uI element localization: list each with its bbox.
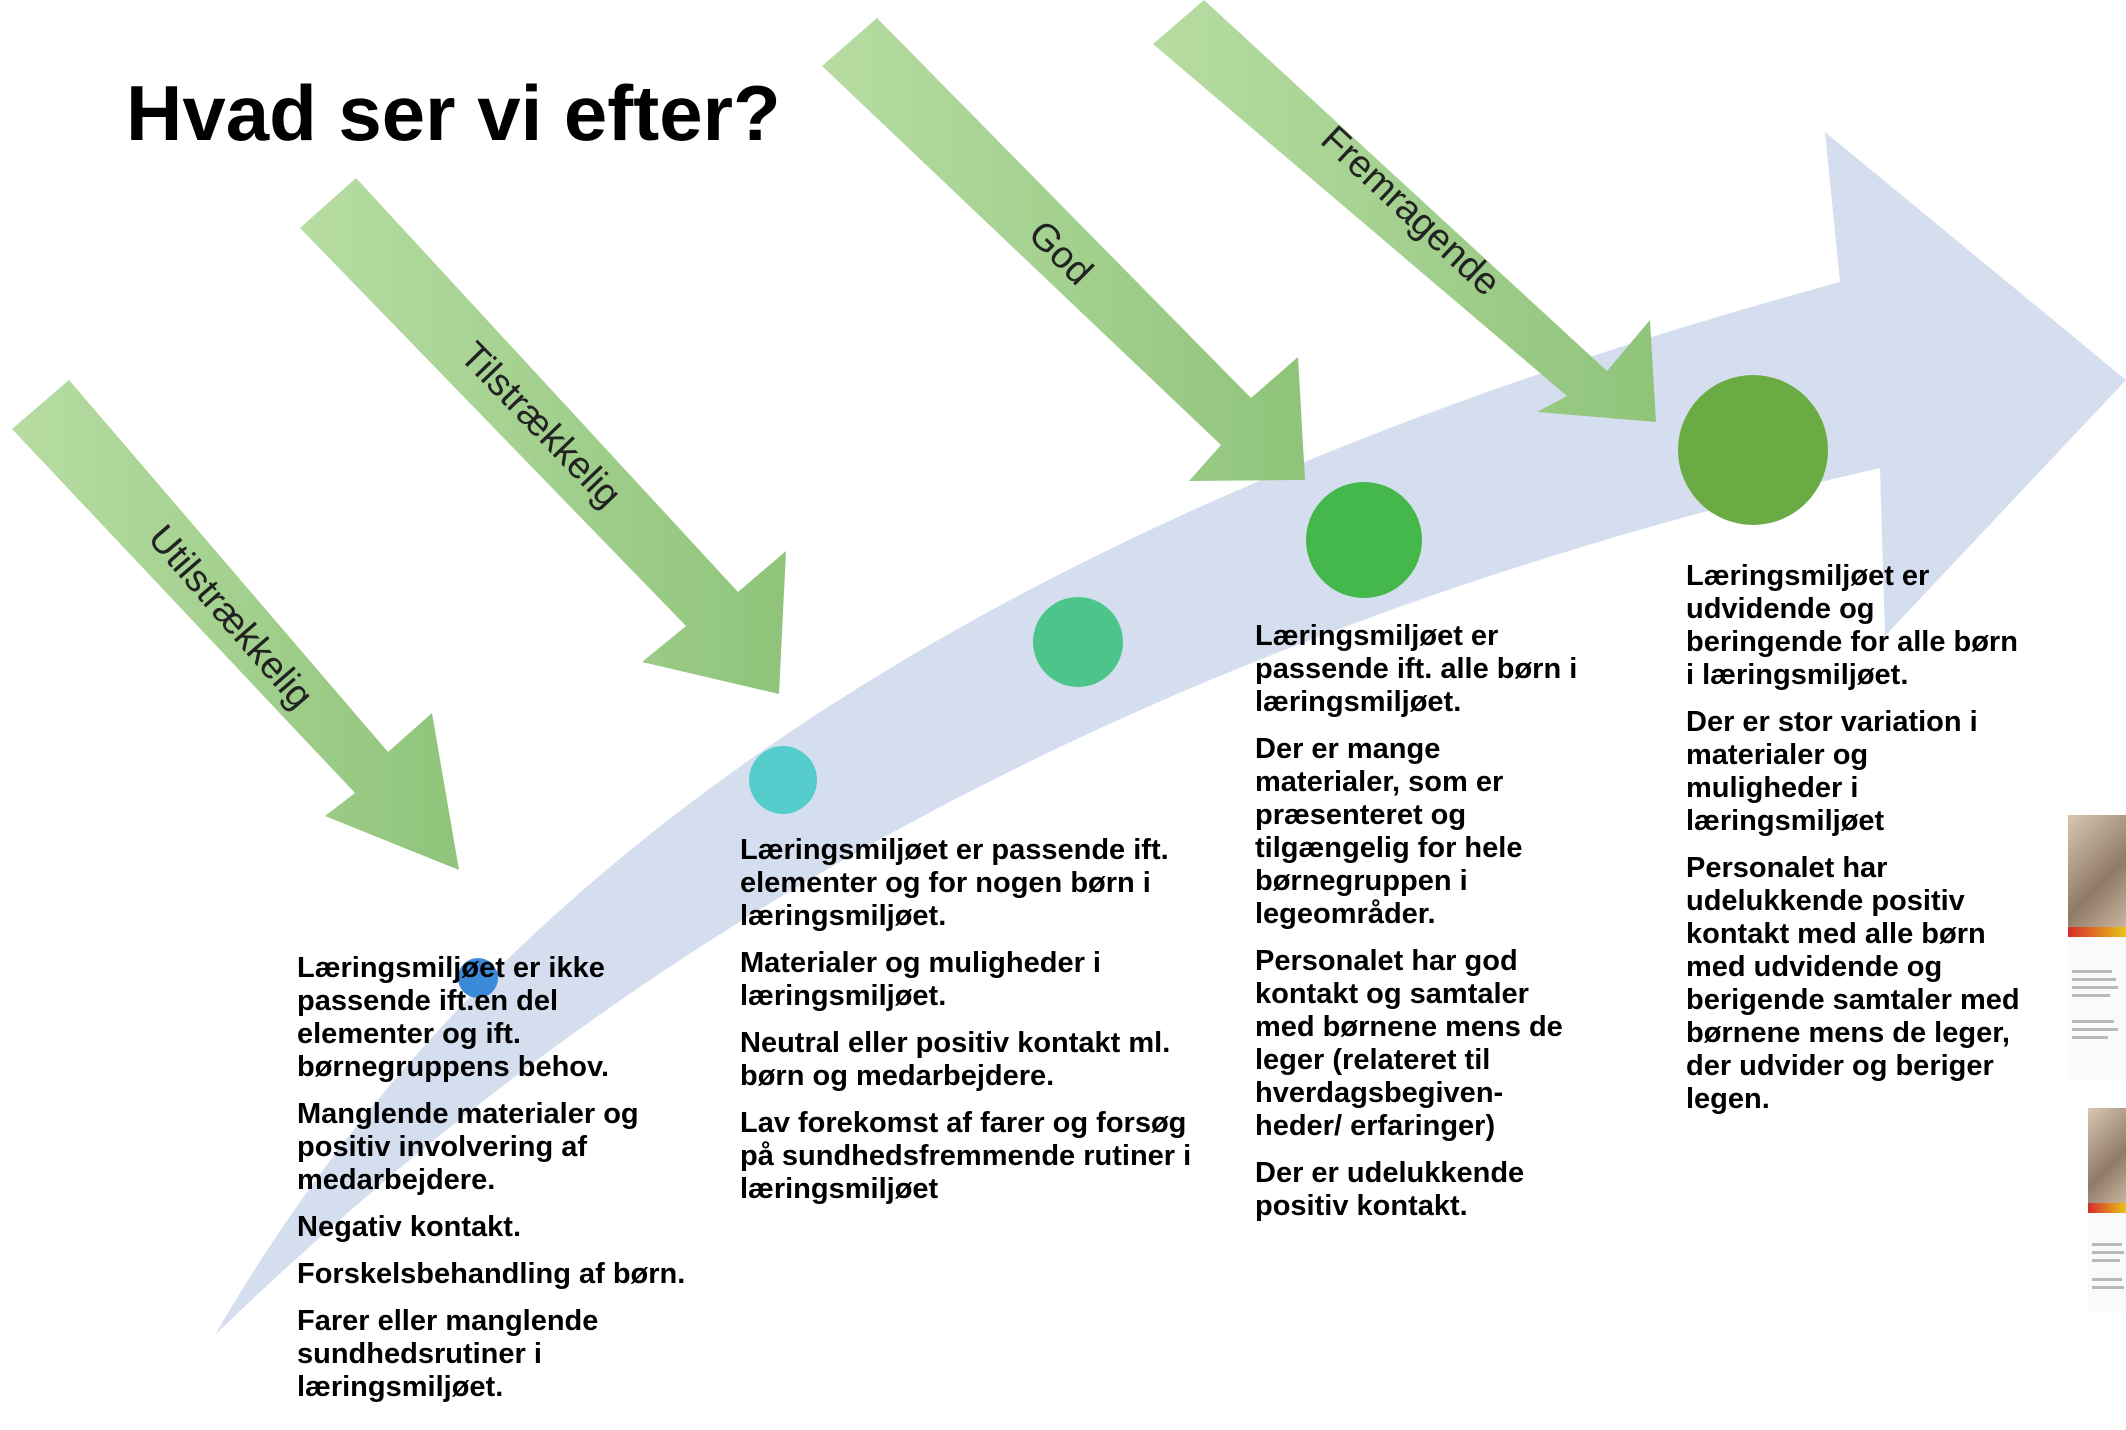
level-circle-3	[1033, 597, 1123, 687]
level-2-description: Læringsmiljøet er passende ift. elemente…	[740, 834, 1200, 1220]
level-3-description: Læringsmiljøet er passende ift. alle bør…	[1255, 620, 1585, 1237]
level-1-text-3: Negativ kontakt.	[297, 1211, 521, 1243]
level-3-text-3: Personalet har god kontakt og samtaler m…	[1255, 945, 1563, 1142]
level-2-text-1: Læringsmiljøet er passende ift. elemente…	[740, 834, 1169, 932]
level-1-text-2: Manglende materialer og positiv involver…	[297, 1098, 639, 1196]
level-1-text-1: Læringsmiljøet er ikke passende ift.en d…	[297, 952, 610, 1083]
book-cover-thumbnail-2	[2088, 1108, 2126, 1313]
level-1-text-4: Forskelsbehandling af børn.	[297, 1258, 686, 1290]
level-circle-5	[1678, 375, 1828, 525]
level-2-text-2: Materialer og muligheder i læringsmiljøe…	[740, 947, 1101, 1012]
arrow-utilstraekkelig	[12, 380, 459, 870]
level-2-text-3: Neutral eller positiv kontakt ml. børn o…	[740, 1027, 1171, 1092]
book-cover-stripe-2	[2088, 1203, 2126, 1213]
level-2-text-4: Lav forekomst af farer og forsøg på sund…	[740, 1107, 1192, 1205]
level-4-text-1: Læringsmiljøet er udvidende og beringend…	[1686, 560, 2018, 691]
level-circle-4	[1306, 482, 1422, 598]
book-cover-photo-2	[2088, 1108, 2126, 1203]
arrow-fremragende	[1153, 0, 1656, 422]
level-4-text-3: Personalet har udelukkende positiv konta…	[1686, 852, 2020, 1115]
book-cover-stripe	[2068, 927, 2126, 937]
book-cover-photo	[2068, 815, 2126, 927]
page-title: Hvad ser vi efter?	[126, 69, 781, 157]
arrow-god	[822, 18, 1305, 481]
level-3-text-2: Der er mange materialer, som er præsente…	[1255, 733, 1523, 930]
level-circle-1	[458, 958, 498, 998]
level-1-description: Læringsmiljøet er ikke passende ift.en d…	[297, 952, 687, 1418]
level-4-text-2: Der er stor variation i materialer og mu…	[1686, 706, 1978, 837]
book-cover-thumbnail	[2068, 815, 2126, 1080]
level-4-description: Læringsmiljøet er udvidende og beringend…	[1686, 560, 2021, 1130]
level-circle-2	[749, 746, 817, 814]
level-3-text-1: Læringsmiljøet er passende ift. alle bør…	[1255, 620, 1578, 718]
level-1-text-5: Farer eller manglende sundhedsrutiner i …	[297, 1305, 599, 1403]
arrow-tilstraekkelig	[300, 178, 786, 694]
level-3-text-4: Der er udelukkende positiv kontakt.	[1255, 1157, 1525, 1222]
big-progress-arrow	[215, 132, 2126, 1335]
